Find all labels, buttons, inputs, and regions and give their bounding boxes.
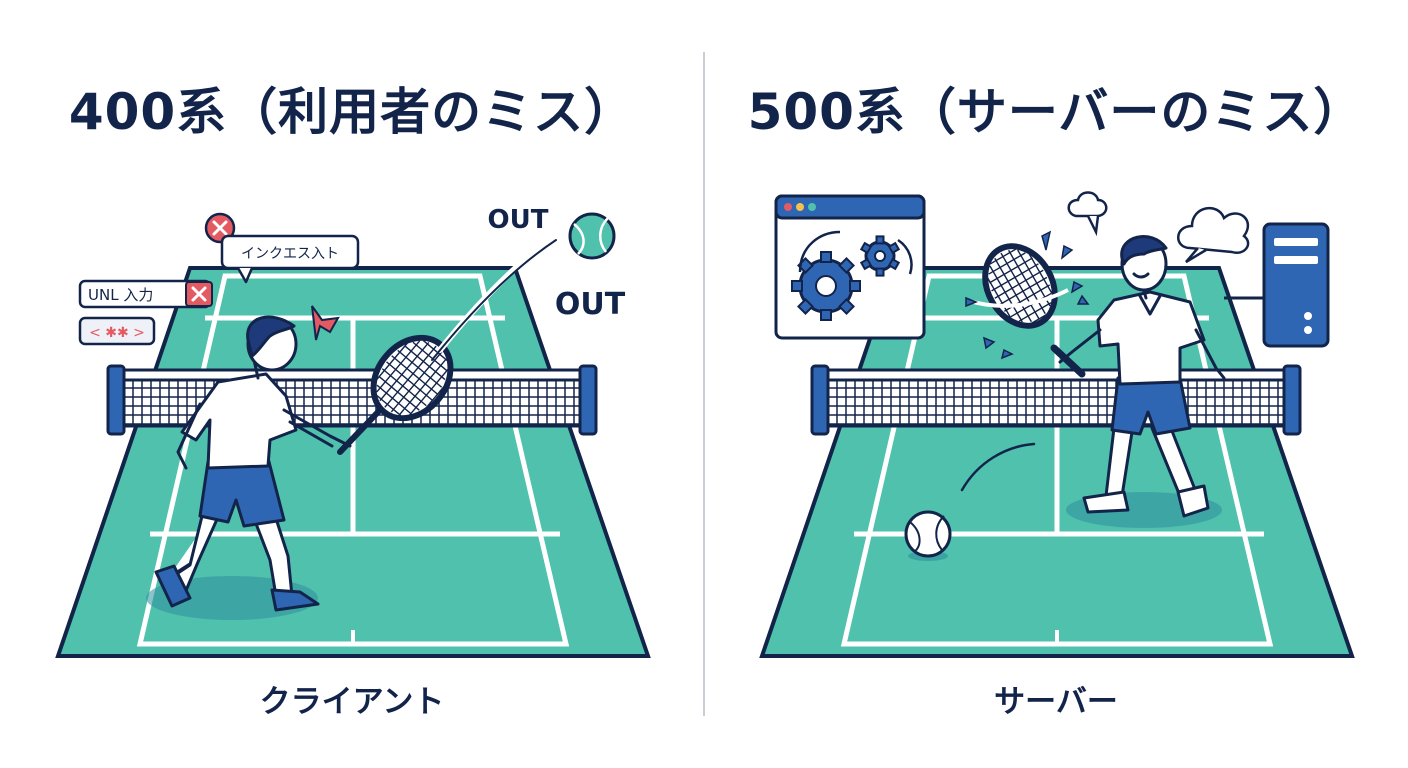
ball-trail [960,442,1036,492]
browser-window-icon [774,194,926,340]
client-court-scene: OUT OUT インクエス入ト UNL 入力 < ✱✱ > [55,205,651,658]
fault-marker [311,305,340,341]
server-error-title: 500系（サーバーのミス） [747,83,1365,141]
speech-cloud-icon [1177,206,1250,264]
gear-icon [791,251,861,321]
out-label: OUT [488,205,549,235]
server-player [1058,235,1226,518]
server-caption: サーバー [994,684,1118,720]
request-input-label: インクエス入ト [241,246,339,262]
code-field-label: < ✱✱ > [89,325,145,341]
request-input-error: インクエス入ト [204,212,360,284]
tennis-ball-icon [904,510,952,558]
server-court-scene [759,191,1355,658]
tennis-ball-icon [568,212,616,260]
client-error-panel: 400系（利用者のミス） [55,83,651,720]
url-input-label: UNL 入力 [88,286,153,304]
out-label: OUT [555,287,626,322]
racket-shards [965,230,1090,360]
server-icon [1224,222,1330,348]
tennis-court [55,266,651,658]
racket-icon [965,243,1086,378]
gear-icon [859,235,901,277]
server-error-panel: 500系（サーバーのミス） [704,0,1408,768]
speech-cloud-icon [1067,191,1108,237]
panel-divider [703,52,705,716]
racket-icon [337,334,454,455]
client-player [154,315,352,612]
tennis-net [810,364,1302,436]
url-input-error: UNL 入力 [78,279,213,309]
tennis-net [106,364,598,436]
client-error-title: 400系（利用者のミス） [68,83,636,141]
code-field: < ✱✱ > [78,316,156,346]
client-caption: クライアント [259,684,445,720]
